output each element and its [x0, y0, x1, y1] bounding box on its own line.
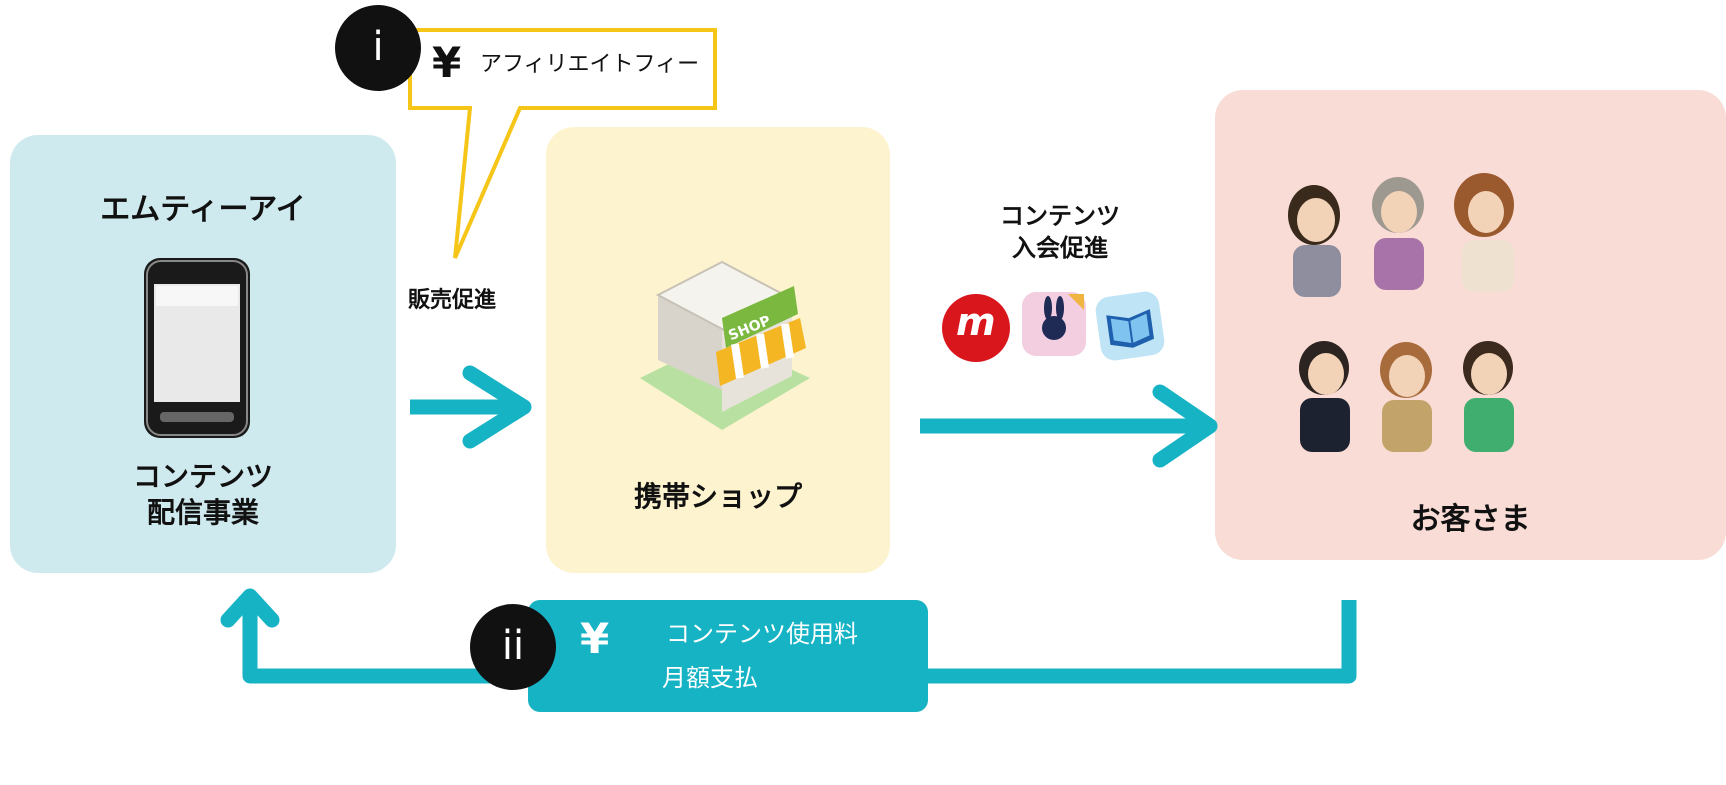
shop-label: 携帯ショップ: [633, 480, 802, 513]
usage-fee-marker: ii: [470, 604, 556, 690]
membership-line2: 入会促進: [1012, 234, 1108, 262]
usage-fee-line1: コンテンツ使用料: [666, 620, 858, 648]
m-icon: m: [942, 294, 1010, 362]
usage-fee-box: [528, 600, 928, 712]
affiliate-text: アフィリエイトフィー: [480, 52, 700, 77]
customers-label: お客さま: [1410, 502, 1531, 537]
usage-fee-line2: 月額支払: [662, 664, 758, 692]
mti-title: エムティーアイ: [100, 192, 306, 227]
rabbit-icon: [1022, 292, 1086, 356]
promotion-arrow: [410, 365, 532, 449]
customers-box: [1215, 90, 1726, 560]
usage-fee-yen-icon: ¥: [580, 614, 610, 663]
affiliate-marker: i: [335, 5, 421, 91]
book-icon: [1093, 289, 1167, 363]
affiliate-yen-icon: ¥: [432, 38, 462, 87]
membership-arrow: [920, 384, 1218, 468]
affiliate-callout: [408, 28, 717, 259]
mti-business-line1: コンテンツ: [132, 460, 273, 493]
membership-line1: コンテンツ: [1000, 202, 1120, 230]
mti-business-line2: 配信事業: [146, 496, 259, 529]
promotion-label: 販売促進: [408, 288, 497, 313]
